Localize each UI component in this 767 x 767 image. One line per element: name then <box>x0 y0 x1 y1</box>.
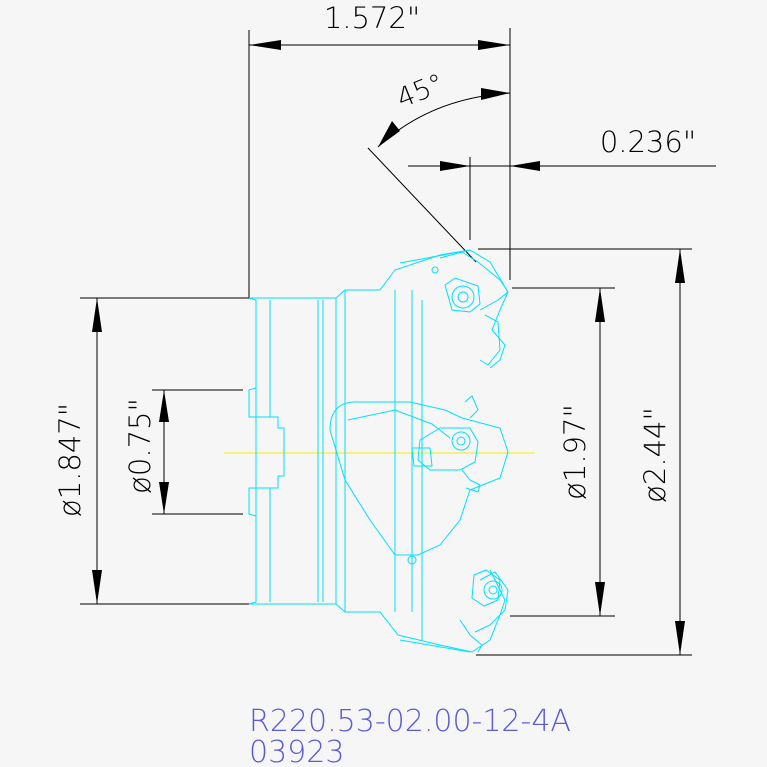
body-diameter-label: ø1.97" <box>558 404 592 500</box>
cutter-outline <box>248 249 509 653</box>
dimension-cutting-diameter: ø2.44" <box>476 248 692 656</box>
dimension-body-diameter: ø1.97" <box>510 287 615 617</box>
insert-offset-label: 0.236" <box>600 125 696 159</box>
dimension-overall-length: 1.572" <box>248 1 511 298</box>
part-number-label: 03923 <box>249 735 344 767</box>
dimension-bore-diameter: ø0.75" <box>123 389 243 515</box>
dimension-insert-offset: 0.236" <box>408 125 716 240</box>
shank-diameter-label: ø1.847" <box>53 403 87 517</box>
overall-length-label: 1.572" <box>324 1 420 35</box>
dimension-chamfer-angle: 45° <box>367 68 511 263</box>
part-code-label: R220.53-02.00-12-4A <box>249 704 571 739</box>
bore-diameter-label: ø0.75" <box>123 398 157 494</box>
dimension-shank-diameter: ø1.847" <box>53 297 249 605</box>
cutting-diameter-label: ø2.44" <box>638 407 672 503</box>
